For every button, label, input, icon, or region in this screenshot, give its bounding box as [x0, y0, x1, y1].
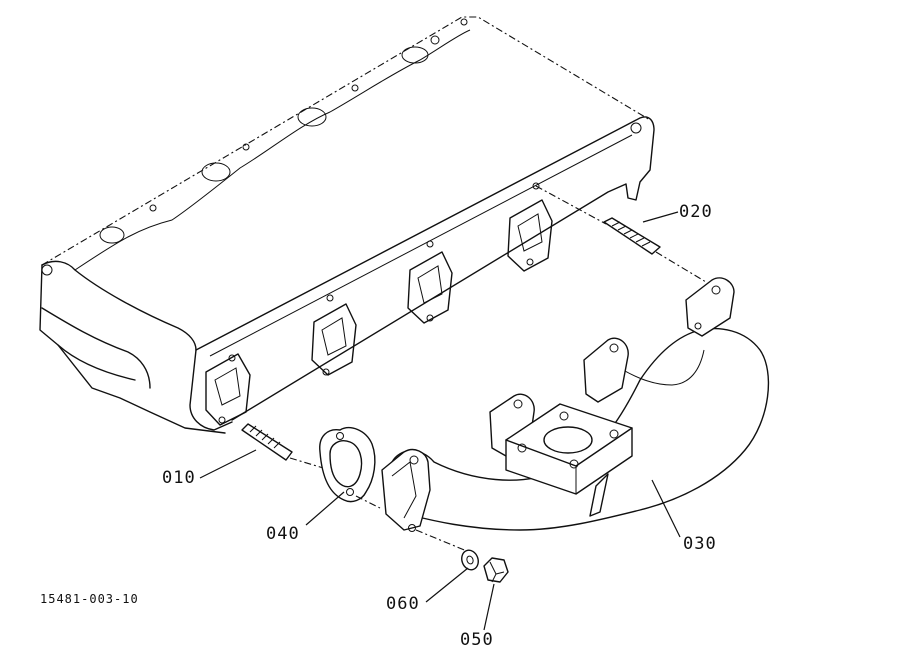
- head-port-1: [205, 353, 251, 426]
- figure-number: 15481-003-10: [40, 592, 139, 606]
- cylinder-head: [39, 16, 655, 434]
- leader-030: [651, 479, 681, 538]
- part-label-040: 040: [266, 524, 300, 544]
- head-port-4: [507, 182, 553, 272]
- part-label-030: 030: [683, 534, 717, 554]
- part-label-020: 020: [679, 202, 713, 222]
- stud-bolt-010: [241, 423, 331, 471]
- head-port-3: [407, 240, 453, 324]
- leader-040: [305, 491, 345, 526]
- hex-nut-050: [483, 557, 509, 583]
- part-label-010: 010: [162, 468, 196, 488]
- leader-010: [199, 449, 257, 479]
- washer-060: [461, 549, 479, 571]
- leader-060: [425, 567, 469, 603]
- head-port-2: [311, 294, 357, 376]
- gasket-040: [319, 426, 381, 509]
- stud-axis-line: [415, 529, 475, 555]
- stud-bolt-020: [535, 185, 717, 289]
- part-label-050: 050: [460, 630, 494, 650]
- exhaust-manifold-030: [381, 277, 770, 532]
- part-label-060: 060: [386, 594, 420, 614]
- leader-020: [642, 211, 679, 223]
- leader-050: [483, 583, 495, 631]
